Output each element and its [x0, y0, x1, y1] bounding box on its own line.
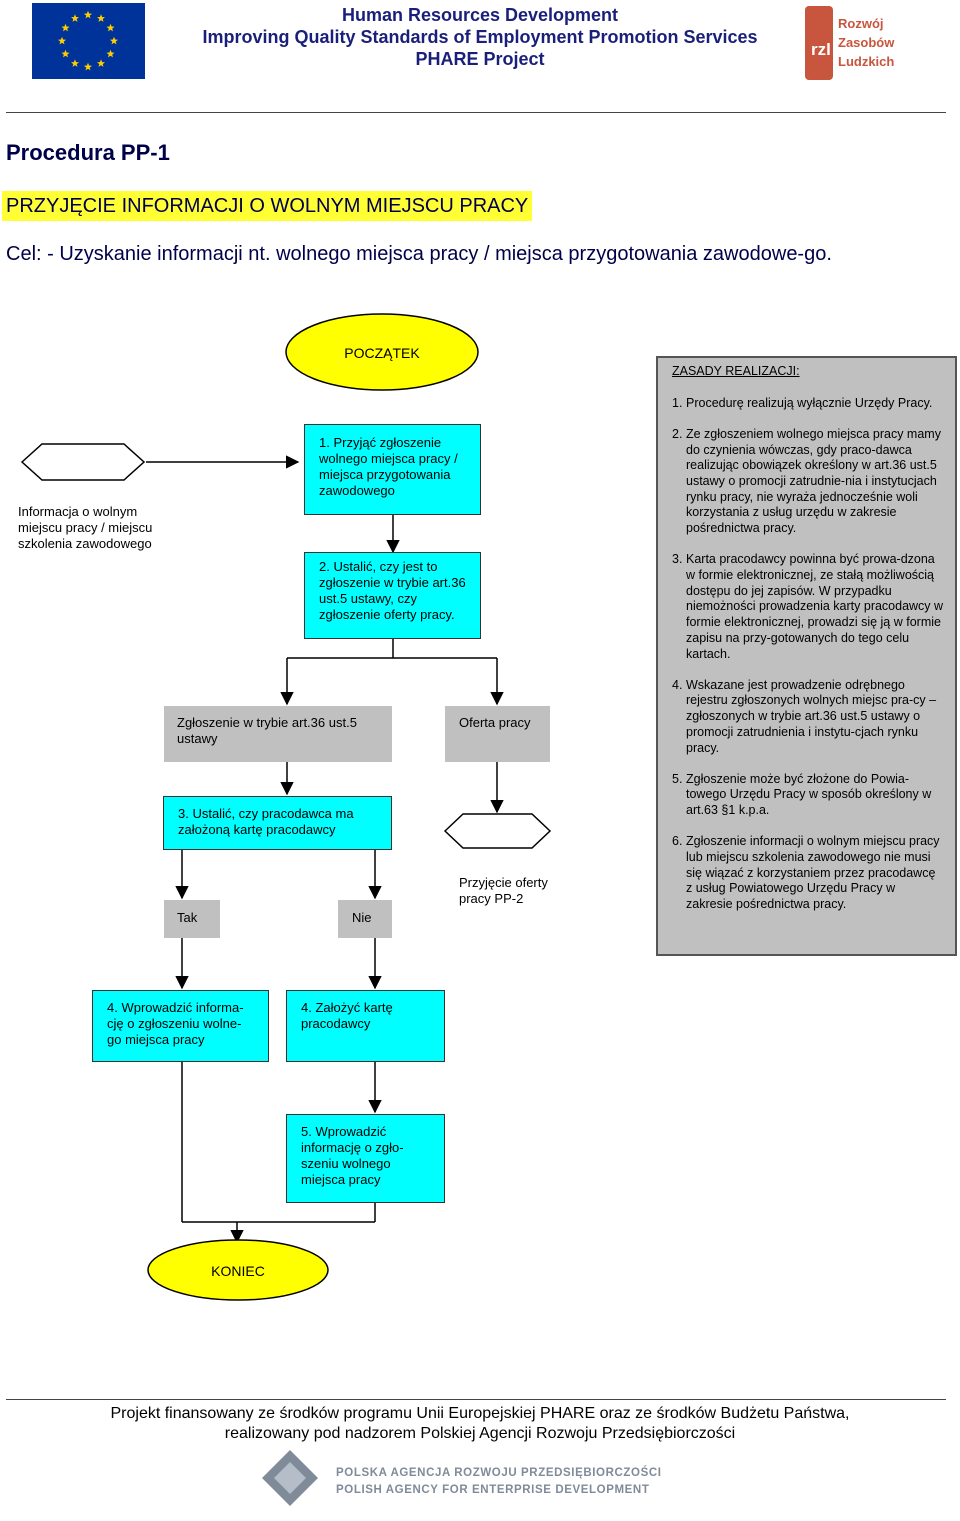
step3-box: 3. Ustalić, czy pracodawca ma założoną k…	[163, 796, 392, 850]
step2-box: 2. Ustalić, czy jest to zgłoszenie w try…	[304, 552, 481, 639]
header-title: Human Resources Development Improving Qu…	[160, 4, 800, 70]
eu-star	[58, 36, 66, 45]
end-terminator	[147, 1239, 329, 1301]
header-divider	[6, 112, 946, 113]
branch-art36-box: Zgłoszenie w trybie art.36 ust.5 ustawy	[164, 706, 392, 762]
rule-number: 5.	[672, 771, 683, 786]
yes-box: Tak	[164, 900, 220, 938]
eu-star	[61, 23, 70, 32]
procedure-title: Procedura PP-1	[6, 140, 170, 165]
eu-stars	[58, 10, 118, 71]
eu-star	[97, 14, 105, 22]
footer-divider	[6, 1399, 946, 1400]
rule-item: 1.Procedurę realizują wyłącznie Urzędy P…	[672, 396, 945, 412]
footer-text: Projekt finansowany ze środków programu …	[0, 1404, 960, 1444]
header-line2: Improving Quality Standards of Employmen…	[202, 27, 758, 47]
rule-number: 4.	[672, 677, 683, 692]
step5-box: 5. Wprowadzić informację o zgło-szeniu w…	[286, 1114, 445, 1203]
offer-output-shape	[443, 813, 552, 849]
eu-star	[61, 49, 70, 58]
rule-item: 4.Wskazane jest prowadzenie odrębnego re…	[672, 678, 945, 757]
rule-text: Ze zgłoszeniem wolnego miejsca pracy mam…	[686, 426, 941, 536]
rule-text: Karta pracodawcy powinna być prowa-dzona…	[686, 552, 944, 661]
eu-star	[71, 59, 79, 67]
eu-star	[106, 49, 115, 58]
eu-star	[110, 36, 118, 45]
rule-number: 6.	[672, 834, 683, 849]
rule-text: Zgłoszenie informacji o wolnym miejscu p…	[686, 834, 940, 912]
input-document-shape	[20, 443, 146, 481]
footer-line2: realizowany pod nadzorem Polskiej Agencj…	[224, 1425, 736, 1442]
start-terminator	[285, 313, 479, 391]
agency-name-pl: POLSKA AGENCJA ROZWOJU PRZEDSIĘBIORCZOŚC…	[336, 1467, 662, 1479]
rule-text: Procedurę realizują wyłącznie Urzędy Pra…	[686, 395, 933, 410]
rzl-logo-text: Rozwój Zasobów Ludzkich	[838, 16, 895, 69]
branch-offer-box: Oferta pracy	[445, 706, 550, 762]
step1-box: 1. Przyjąć zgłoszenie wolnego miejsca pr…	[304, 424, 481, 515]
svg-text:rzl: rzl	[811, 40, 831, 59]
step4b-box: 4. Założyć kartę pracodawcy	[286, 990, 445, 1062]
eu-star	[97, 59, 105, 67]
rule-text: Wskazane jest prowadzenie odrębnego reje…	[686, 677, 937, 755]
rule-item: 5.Zgłoszenie może być złożone do Powia-t…	[672, 772, 945, 819]
footer-line1: Projekt finansowany ze środków programu …	[110, 1405, 850, 1422]
eu-star	[84, 10, 92, 19]
rule-number: 2.	[672, 426, 683, 441]
procedure-name: PRZYJĘCIE INFORMACJI O WOLNYM MIEJSCU PR…	[2, 191, 533, 221]
eu-star	[106, 23, 115, 32]
rule-item: 2.Ze zgłoszeniem wolnego miejsca pracy m…	[672, 427, 945, 537]
agency-name-en: POLISH AGENCY FOR ENTERPRISE DEVELOPMENT	[336, 1484, 650, 1496]
rules-list: 1.Procedurę realizują wyłącznie Urzędy P…	[672, 396, 945, 913]
end-label: KONIEC	[211, 1263, 265, 1279]
offer-output-label: Przyjęcie oferty pracy PP-2	[459, 875, 548, 906]
eu-star	[71, 14, 79, 22]
rules-panel: ZASADY REALIZACJI: 1.Procedurę realizują…	[656, 356, 957, 956]
procedure-goal: Cel: - Uzyskanie informacji nt. wolnego …	[6, 243, 832, 265]
header-line3: PHARE Project	[415, 49, 545, 69]
rule-text: Zgłoszenie może być złożone do Powia-tow…	[686, 771, 932, 818]
rule-number: 1.	[672, 395, 683, 410]
rule-item: 6.Zgłoszenie informacji o wolnym miejscu…	[672, 834, 945, 913]
no-box: Nie	[338, 900, 392, 938]
start-label: POCZĄTEK	[344, 345, 420, 361]
rule-item: 3.Karta pracodawcy powinna być prowa-dzo…	[672, 552, 945, 662]
header-line1: Human Resources Development	[341, 5, 619, 25]
rzl-logo-bg	[805, 6, 833, 80]
step4a-box: 4. Wprowadzić informa-cję o zgłoszeniu w…	[92, 990, 269, 1062]
rule-number: 3.	[672, 552, 683, 567]
input-document-label: Informacja o wolnym miejscu pracy / miej…	[18, 504, 153, 551]
eu-star	[84, 62, 92, 71]
rules-title: ZASADY REALIZACJI:	[672, 364, 800, 378]
